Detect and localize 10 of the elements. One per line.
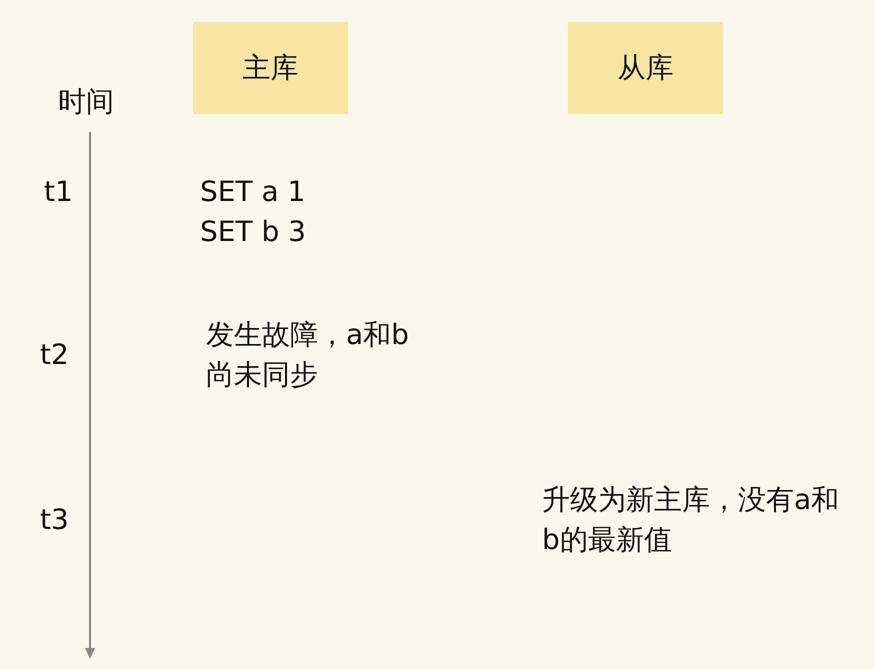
time-label: t2 [40,337,69,373]
event-text: 发生故障，a和b尚未同步 [206,317,410,393]
time-label: t1 [44,174,73,210]
command-text: SET a 1 [200,174,306,210]
column-header-box: 主库 [193,22,348,114]
event-text: 升级为新主库，没有a和b的最新值 [542,482,840,558]
time-label: t3 [40,502,69,538]
command-text: SET b 3 [200,214,306,250]
axis-title: 时间 [58,84,114,120]
column-header-box: 从库 [568,22,723,114]
